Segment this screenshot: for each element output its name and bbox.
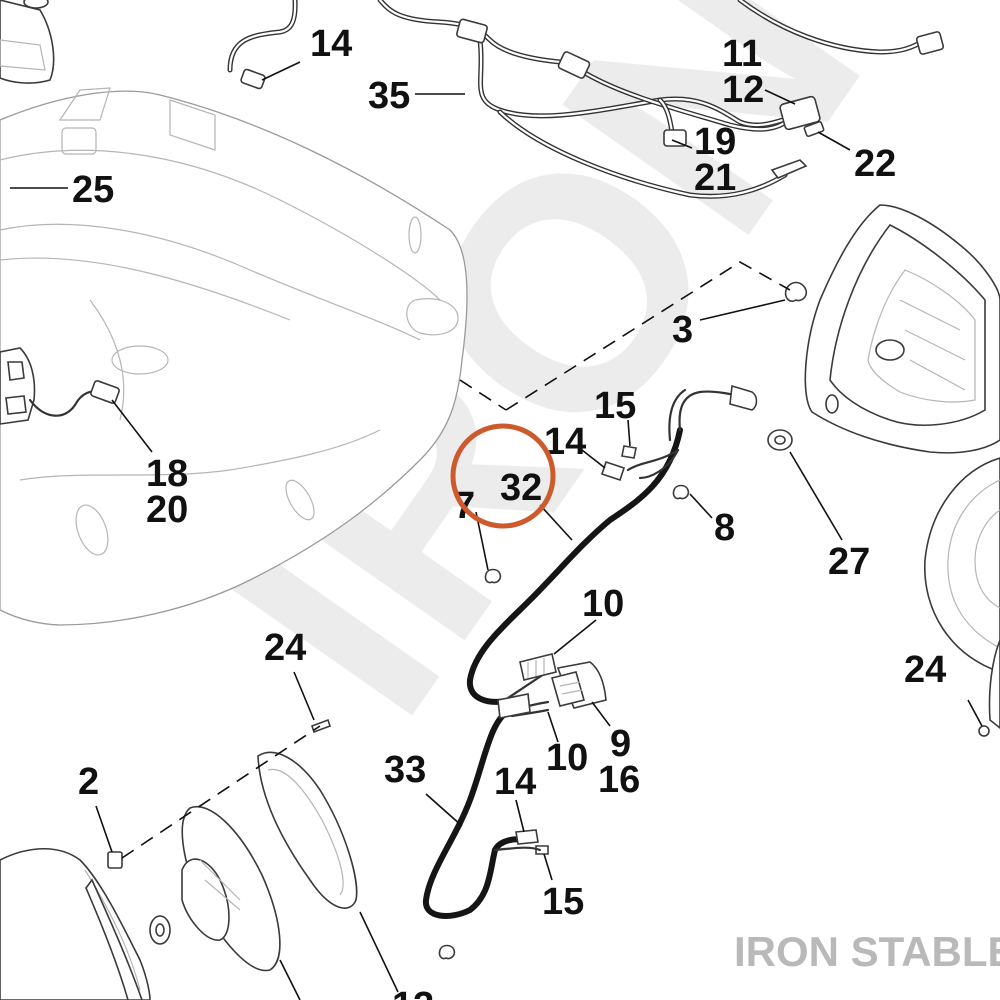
callout-8: 8 [714,507,735,549]
speaker-lower [149,805,281,972]
screw-24-right [978,725,990,737]
callout-24-left: 24 [264,627,306,669]
lower-shell [0,847,151,1000]
callout-27: 27 [828,541,870,583]
callout-14-low: 14 [494,761,536,803]
callout-33: 33 [384,749,426,791]
callout-25: 25 [72,169,114,211]
clip-3 [784,281,808,303]
callout-35: 35 [368,75,410,117]
speaker-grille-lower [257,751,358,909]
saddlebag-lid [0,87,468,626]
connector-9-16 [551,661,607,709]
callout-14-top: 14 [310,23,352,65]
callout-19: 19 [694,121,736,163]
callout-20: 20 [146,489,188,531]
callout-10-lower: 10 [546,737,588,779]
callout-12: 12 [722,69,764,111]
callout-22: 22 [854,143,896,185]
callout-3: 3 [672,309,693,351]
callout-16: 16 [598,759,640,801]
brand-label: IRON STABLE [734,928,1000,975]
callout-18: 18 [146,453,188,495]
callout-24-right: 24 [904,649,946,691]
callout-32: 32 [500,467,542,509]
clip-bottom [438,944,456,960]
latch-assembly [0,347,120,425]
callout-11: 11 [722,33,762,75]
highlight-ring [450,423,556,529]
callout-10-upper: 10 [582,583,624,625]
top-cover [0,0,55,84]
clip-2 [107,851,123,869]
callout-2: 2 [78,761,99,803]
top-harness [227,0,945,199]
callout-15-mid: 15 [594,385,636,427]
clip-8 [672,484,690,500]
speaker-enclosure [804,204,1000,730]
speaker-harness-33 [422,693,550,919]
grommet-27 [767,429,793,451]
callout-13-partial: 13 [392,985,434,1000]
callout-labels: 14 35 11 12 19 21 22 25 3 15 14 32 7 8 2… [72,23,946,1000]
callout-9: 9 [610,723,631,765]
assembly-lines [121,261,791,859]
clip-7 [484,568,502,584]
callout-15-low: 15 [542,881,584,923]
callout-21: 21 [694,157,736,199]
